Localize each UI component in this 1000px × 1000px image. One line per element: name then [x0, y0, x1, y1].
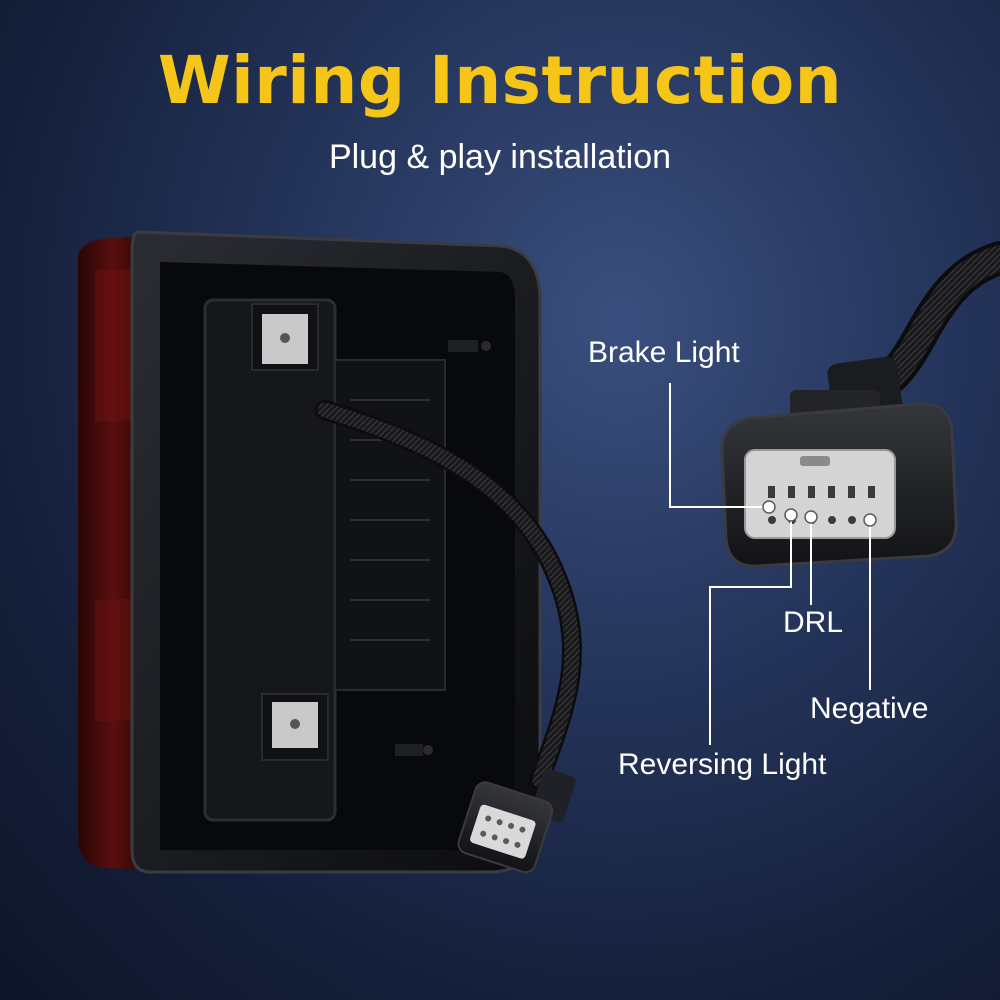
- pin-markers: [762, 500, 877, 527]
- drl-pin-dot: [804, 510, 818, 524]
- negative-pin-dot: [863, 513, 877, 527]
- reversing-callout-line: [709, 515, 792, 745]
- main-connector: [720, 241, 1000, 568]
- pigtail-connector: [457, 768, 576, 874]
- page-subtitle: Plug & play installation: [328, 138, 672, 176]
- brake-callout-line: [669, 383, 766, 508]
- drl-label: DRL: [783, 606, 844, 639]
- brake-pin-dot: [762, 500, 776, 514]
- brake-light-label: Brake Light: [588, 336, 740, 369]
- page-title: Wiring Instruction: [157, 42, 843, 119]
- reversing-light-label: Reversing Light: [618, 748, 827, 781]
- negative-label: Negative: [810, 692, 929, 725]
- callout-lines: [669, 383, 871, 745]
- reversing-pin-dot: [784, 508, 798, 522]
- pigtail-cable: [315, 400, 582, 790]
- taillight-housing: [78, 230, 542, 874]
